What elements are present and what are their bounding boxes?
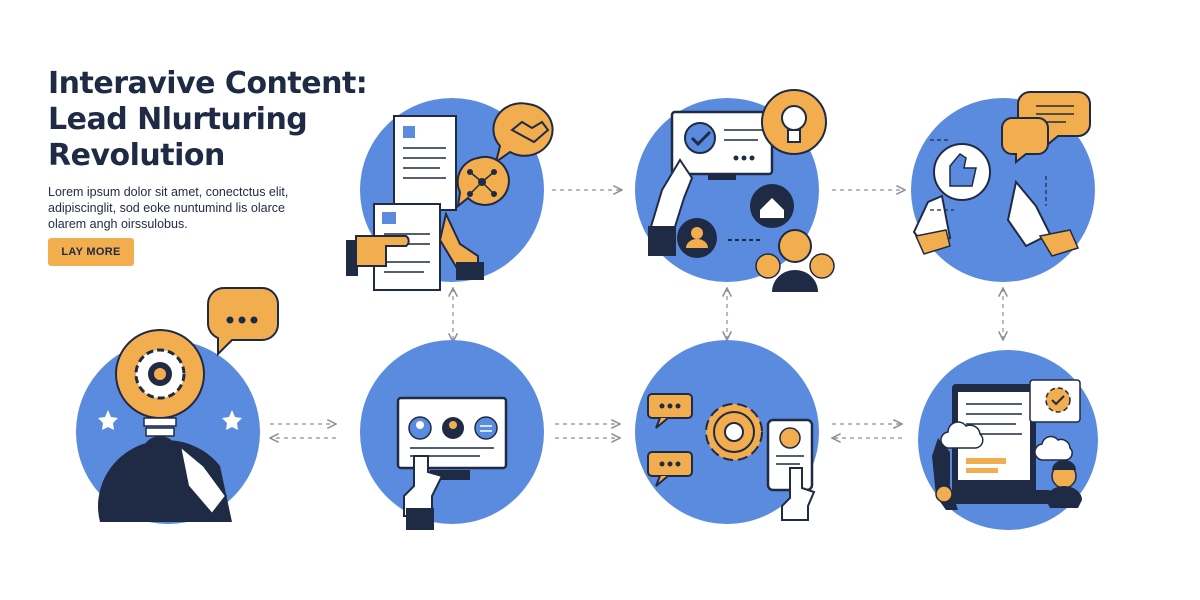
gear-icon [705, 403, 763, 461]
star-icon [98, 410, 242, 430]
intro-paragraph: Lorem ipsum dolor sit amet, conectctus e… [48, 184, 348, 232]
ellipsis-chat-icon [207, 287, 279, 357]
lightbulb-icon [761, 89, 827, 155]
chat-bubble-icon [647, 393, 693, 487]
intro-line-3: olarem angh oirssulobus. [48, 217, 188, 231]
touch-hand-icon [403, 455, 444, 530]
pointing-hand-icon [346, 210, 484, 280]
learn-more-button[interactable]: LAY MORE [48, 238, 134, 266]
tablet-icon [952, 384, 1052, 504]
node-gear-phone [635, 340, 819, 524]
title-line-1: Interavive Content: [48, 66, 368, 101]
hero-section: Interavive Content: Lead Nlurturing Revo… [48, 66, 368, 232]
lightbulb-gear-icon [115, 329, 205, 437]
thumbs-up-icon [933, 143, 991, 201]
hand-icon [648, 158, 694, 256]
connectors [270, 190, 1003, 438]
person-group-icon [755, 229, 835, 292]
node-document-review [346, 98, 554, 291]
title-line-3: Revolution [48, 138, 225, 173]
intro-line-2: adipiscinglit, sod eoke nuntumind lis ol… [48, 201, 285, 215]
node-screen-profiles [360, 340, 544, 530]
home-icon [750, 184, 794, 228]
phone-icon [766, 418, 816, 521]
chat-bubble-icon [1001, 91, 1091, 165]
person-icon [932, 438, 1082, 510]
node-idea-gear [76, 287, 279, 524]
network-icon [456, 156, 510, 209]
user-icon [677, 218, 717, 258]
touch-hand-icon [912, 139, 1080, 257]
node-monitor-insight [635, 89, 835, 292]
profile-icon [408, 416, 498, 440]
title-line-2: Lead Nlurturing [48, 102, 308, 137]
person-icon [98, 436, 233, 522]
handshake-icon [492, 102, 554, 165]
speech-cloud-icon [940, 421, 1073, 461]
node-touch-feedback [911, 91, 1095, 282]
verified-badge-icon [1029, 379, 1081, 423]
node-tablet-worker [918, 350, 1098, 530]
page-title: Interavive Content: Lead Nlurturing Revo… [48, 66, 368, 174]
intro-line-1: Lorem ipsum dolor sit amet, conectctus e… [48, 185, 289, 199]
